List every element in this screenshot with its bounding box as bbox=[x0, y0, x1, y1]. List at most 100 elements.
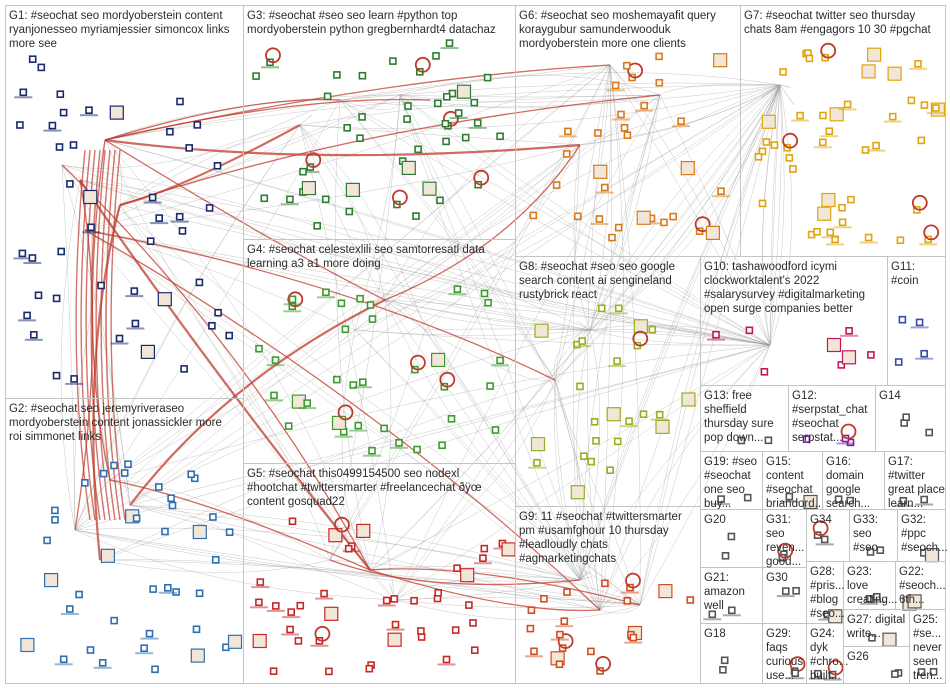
edge bbox=[384, 84, 781, 301]
node-label bbox=[612, 118, 630, 121]
self-loop bbox=[777, 542, 794, 559]
edge bbox=[369, 379, 556, 571]
edge bbox=[554, 84, 781, 381]
edge bbox=[109, 344, 771, 481]
node bbox=[552, 181, 561, 189]
node bbox=[907, 594, 922, 609]
edge bbox=[109, 64, 611, 481]
edge bbox=[104, 64, 611, 141]
node bbox=[322, 288, 330, 297]
node-label bbox=[910, 326, 929, 329]
node bbox=[97, 281, 105, 290]
node bbox=[109, 105, 124, 120]
node bbox=[789, 165, 797, 173]
node bbox=[717, 495, 725, 503]
node bbox=[686, 596, 695, 604]
node bbox=[648, 325, 657, 334]
node bbox=[190, 648, 205, 663]
node bbox=[208, 321, 216, 330]
node bbox=[882, 632, 897, 647]
node-label bbox=[867, 149, 886, 152]
node-label bbox=[110, 342, 129, 345]
node-label bbox=[609, 312, 628, 315]
group-label: G28: bbox=[810, 566, 835, 578]
node bbox=[211, 555, 220, 564]
strong-edge bbox=[369, 568, 641, 606]
node bbox=[432, 52, 440, 60]
group-label: #pris... bbox=[810, 580, 845, 592]
node bbox=[365, 664, 374, 673]
node bbox=[445, 39, 454, 47]
edge bbox=[579, 570, 591, 581]
node bbox=[573, 212, 582, 221]
strong-edge bbox=[104, 139, 386, 301]
node bbox=[915, 318, 924, 327]
node bbox=[894, 358, 903, 366]
node-label bbox=[310, 644, 329, 647]
edge bbox=[109, 479, 396, 601]
self-loop bbox=[827, 659, 844, 676]
node bbox=[825, 127, 834, 135]
edge bbox=[60, 179, 81, 531]
node bbox=[754, 153, 763, 161]
node-label bbox=[93, 666, 112, 669]
edge bbox=[769, 84, 793, 346]
node bbox=[820, 535, 829, 544]
node bbox=[43, 572, 59, 588]
node bbox=[155, 483, 163, 491]
node bbox=[826, 228, 835, 237]
node-label bbox=[54, 663, 73, 666]
group-label: dyk bbox=[810, 642, 828, 654]
node bbox=[313, 222, 322, 230]
node bbox=[570, 485, 585, 500]
node bbox=[412, 212, 420, 220]
group-label: built... bbox=[810, 670, 841, 682]
node-label bbox=[573, 345, 592, 348]
edge bbox=[354, 94, 401, 331]
node bbox=[16, 121, 24, 129]
group-label: one seo bbox=[704, 484, 745, 496]
node bbox=[155, 214, 163, 222]
group-label: G24: bbox=[810, 628, 835, 640]
strong-edge bbox=[129, 299, 386, 506]
node bbox=[779, 68, 787, 76]
node-label bbox=[590, 223, 609, 225]
edge bbox=[299, 124, 581, 581]
edge bbox=[99, 559, 331, 573]
node bbox=[19, 88, 28, 97]
node bbox=[168, 501, 177, 510]
edge bbox=[109, 479, 331, 561]
edge bbox=[573, 144, 591, 331]
group-label: seo bbox=[766, 528, 785, 540]
strong-edge bbox=[104, 98, 341, 141]
node bbox=[356, 523, 371, 539]
group-label: google bbox=[826, 484, 861, 496]
edge bbox=[769, 84, 782, 346]
node bbox=[821, 192, 836, 208]
node-label bbox=[386, 628, 405, 631]
strong-edge bbox=[92, 204, 122, 561]
group-label: G31: bbox=[766, 514, 791, 526]
node bbox=[837, 361, 846, 369]
edge bbox=[553, 329, 591, 381]
node-label bbox=[840, 334, 859, 337]
node bbox=[43, 536, 51, 545]
node bbox=[271, 602, 280, 610]
node bbox=[606, 407, 621, 422]
node bbox=[592, 436, 600, 445]
edge bbox=[299, 124, 426, 331]
node bbox=[677, 117, 685, 125]
node-label bbox=[125, 295, 144, 298]
node bbox=[818, 138, 827, 147]
group-label: G10: tashawoodford icymi bbox=[704, 261, 837, 273]
group-label: faqs bbox=[766, 642, 788, 654]
group-label: G19: #seo bbox=[704, 456, 757, 468]
node bbox=[187, 470, 195, 479]
node-label bbox=[65, 382, 84, 385]
node bbox=[180, 365, 188, 373]
node-label bbox=[821, 236, 840, 239]
node bbox=[356, 134, 364, 142]
edge bbox=[74, 329, 591, 531]
group-label: clockworktalent's 2022 bbox=[704, 275, 819, 287]
node bbox=[633, 319, 649, 334]
